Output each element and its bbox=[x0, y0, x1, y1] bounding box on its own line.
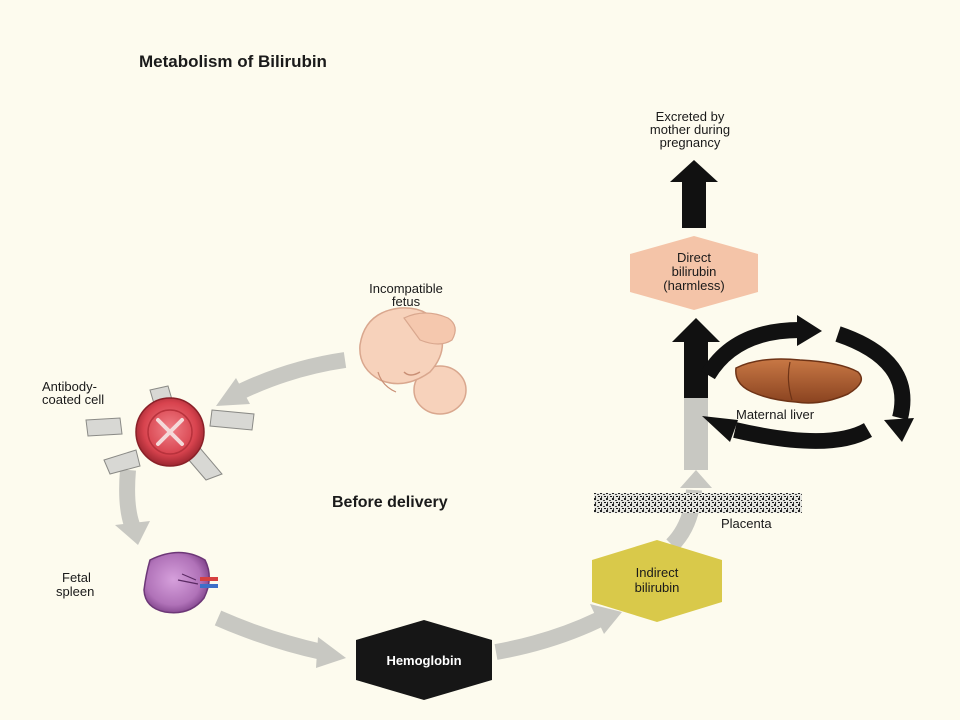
indirect-bilirubin-label-1: Indirect bbox=[636, 565, 679, 580]
fetus-label-2: fetus bbox=[392, 294, 421, 309]
liver-cycle-arrowhead-right bbox=[884, 418, 914, 442]
before-delivery-label: Before delivery bbox=[332, 494, 448, 511]
maternal-liver-lobe-line bbox=[787, 361, 793, 401]
black-arrow-excretion-head bbox=[670, 160, 718, 182]
flow-arrow-spleen-to-hemoglobin bbox=[214, 610, 324, 660]
liver-cycle-arrow-right bbox=[835, 326, 911, 420]
black-arrow-liver-to-direct-head bbox=[672, 318, 720, 342]
fetal-spleen-illustration bbox=[143, 551, 218, 614]
placenta-label: Placenta bbox=[721, 516, 772, 531]
flow-arrowhead-indirect-up bbox=[680, 470, 712, 488]
maternal-liver-illustration bbox=[735, 358, 863, 404]
flow-arrowhead-spleen-to-hemoglobin bbox=[316, 637, 346, 668]
flow-arrow-hemoglobin-to-indirect bbox=[494, 612, 602, 660]
antibody-cell-label-1: Antibody- bbox=[42, 379, 97, 394]
flow-arrow-cell-to-spleen bbox=[119, 469, 140, 528]
hemoglobin-hexagon bbox=[356, 620, 492, 700]
fetus-label-1: Incompatible bbox=[369, 281, 443, 296]
incompatible-fetus-illustration bbox=[359, 307, 467, 415]
black-arrow-excretion-shaft bbox=[682, 180, 706, 228]
flow-arrowhead-cell-to-spleen bbox=[115, 521, 150, 545]
excreted-label-1: Excreted by bbox=[656, 109, 725, 124]
placenta-band bbox=[594, 493, 802, 513]
antibody-cell-label-2: coated cell bbox=[42, 392, 104, 407]
hemoglobin-label: Hemoglobin bbox=[386, 653, 461, 668]
diagram-title: Metabolism of Bilirubin bbox=[139, 52, 327, 71]
flow-arrow-fetus-to-cell bbox=[236, 352, 347, 400]
liver-cycle-arrowhead-bottom bbox=[702, 416, 738, 442]
antibody-coated-cell-illustration bbox=[85, 385, 255, 481]
excreted-label-3: pregnancy bbox=[660, 135, 721, 150]
flow-arrow-placenta-to-liver bbox=[684, 395, 708, 470]
flow-arrowhead-fetus-to-cell bbox=[216, 378, 250, 406]
liver-cycle-arrow-top bbox=[701, 322, 801, 380]
excreted-label-2: mother during bbox=[650, 122, 730, 137]
flow-arrowhead-hemoglobin-to-indirect bbox=[590, 604, 622, 634]
spleen-label-2: spleen bbox=[56, 584, 94, 599]
maternal-liver-label: Maternal liver bbox=[736, 407, 815, 422]
direct-bilirubin-label-2: bilirubin bbox=[672, 264, 717, 279]
liver-cycle-arrowhead-top bbox=[797, 315, 822, 346]
direct-bilirubin-label-1: Direct bbox=[677, 250, 711, 265]
direct-bilirubin-label-3: (harmless) bbox=[663, 278, 724, 293]
liver-cycle-arrow-bottom bbox=[733, 422, 873, 449]
direct-bilirubin-hexagon bbox=[630, 236, 758, 310]
indirect-bilirubin-hexagon bbox=[592, 540, 722, 622]
spleen-label-1: Fetal bbox=[62, 570, 91, 585]
indirect-bilirubin-label-2: bilirubin bbox=[635, 580, 680, 595]
